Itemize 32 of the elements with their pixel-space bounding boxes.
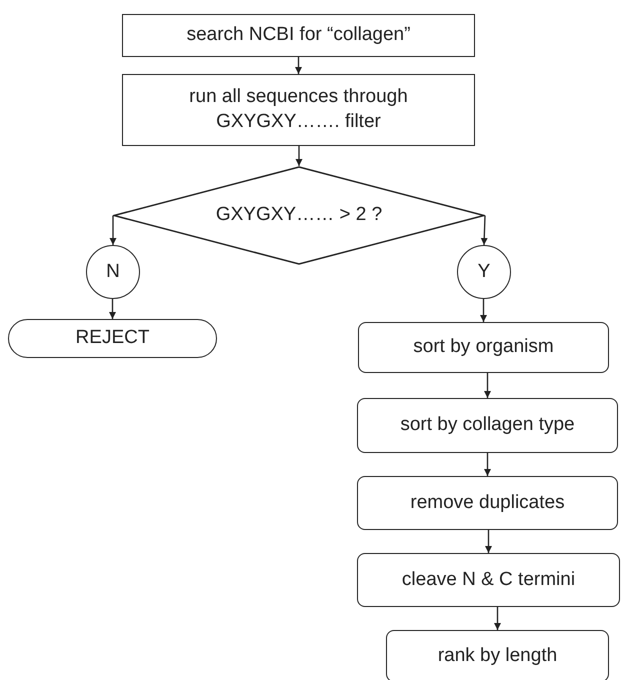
- node-label: GXYGXY…… > 2 ?: [216, 203, 382, 228]
- arrow: [110, 216, 116, 245]
- process-box: [386, 630, 609, 680]
- connector-circle: [86, 245, 140, 299]
- node-label: sort by organism: [413, 335, 554, 360]
- node-label: rank by length: [438, 644, 558, 668]
- decision-diamond: [113, 166, 485, 265]
- node-label: REJECT: [76, 326, 150, 350]
- arrow: [480, 299, 487, 322]
- node-label: remove duplicates: [410, 490, 565, 515]
- process-box: [358, 322, 609, 373]
- terminator-box: [8, 319, 217, 358]
- arrow: [295, 57, 302, 74]
- arrow: [484, 373, 491, 398]
- process-box: [122, 14, 475, 57]
- node-label: run all sequences through GXYGXY……. filter: [188, 85, 409, 134]
- arrow: [484, 453, 491, 476]
- arrow: [494, 607, 501, 630]
- arrow: [480, 215, 488, 246]
- arrow: [485, 530, 492, 553]
- process-box: [357, 553, 620, 607]
- process-box: [357, 476, 618, 530]
- node-label: Y: [478, 260, 490, 284]
- process-box: [357, 398, 618, 453]
- node-label: cleave N & C termini: [402, 568, 576, 592]
- node-label: search NCBI for “collagen”: [186, 23, 410, 48]
- connector-circle: [457, 245, 511, 299]
- process-box: [122, 74, 475, 146]
- node-label: sort by collagen type: [400, 413, 575, 438]
- arrow: [296, 146, 302, 166]
- arrow: [109, 299, 116, 319]
- node-label: N: [106, 260, 120, 284]
